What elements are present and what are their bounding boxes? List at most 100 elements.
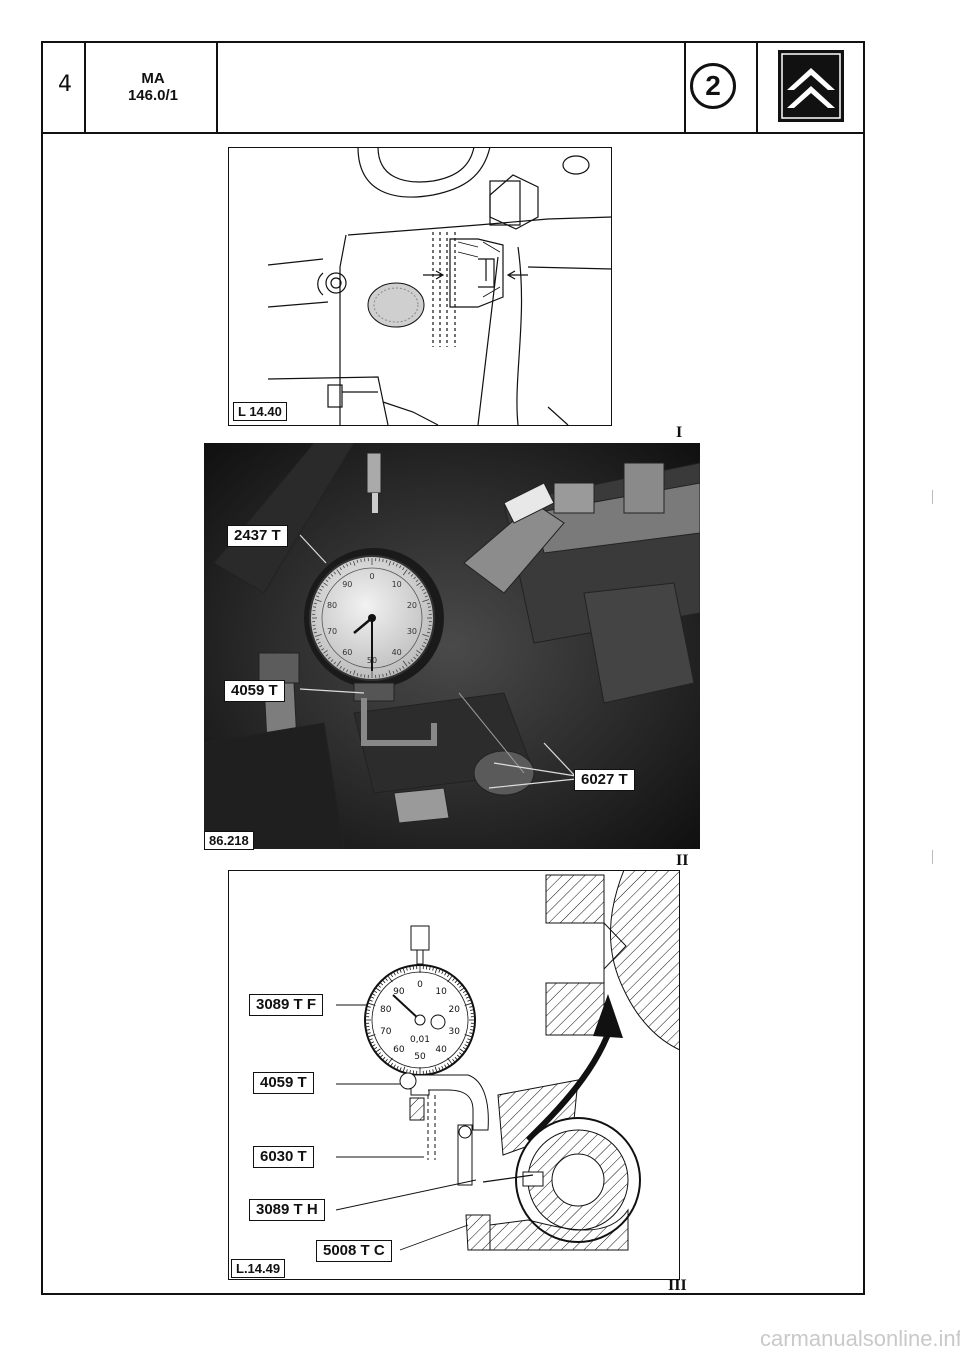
dial-2437T-tick: [402, 569, 408, 576]
dial-2437T-tick: [360, 558, 362, 563]
page-frame: [41, 41, 865, 1295]
dial-2437T-tick: [323, 650, 328, 654]
dial-2437T-tick: [427, 602, 431, 605]
dial-2437T-number: 10: [392, 580, 402, 589]
dial-3089TF-tick: [385, 978, 388, 981]
dial-2437T-tick: [402, 660, 408, 667]
dial-3089TF-tick: [406, 967, 408, 971]
dial-2437T-tick: [312, 628, 317, 630]
dial-2437T-tick: [395, 563, 398, 567]
dial-3089TF-tick: [464, 993, 468, 996]
dial-3089TF-tick: [390, 1062, 394, 1066]
dial-3089TF-tick: [402, 1066, 406, 1072]
dial-3089TF-tick: [464, 1044, 468, 1047]
dial-2437T-tick: [421, 645, 425, 648]
dial-2437T-tick: [422, 599, 430, 603]
dial-3089TF-tick: [470, 1009, 474, 1011]
dial-3089TF-number: 40: [435, 1045, 447, 1055]
dial-2437T-tick: [319, 645, 323, 648]
dial-3089TF-tick: [469, 1006, 473, 1008]
dial-3089TF-number: 30: [449, 1027, 461, 1037]
dial-2437T-tick: [382, 673, 384, 678]
tool-tag-3089TF: 3089 T F: [249, 994, 324, 1016]
dial-2437T-tick: [317, 592, 321, 595]
dial-3089TF-tick: [372, 1044, 376, 1047]
header-separator: [84, 41, 86, 134]
dial-3089TF-tick: [459, 1048, 464, 1053]
dial-2437T-tick: [330, 573, 334, 577]
dial-2437T-tick: [421, 588, 425, 591]
dial-3089TF-tick: [382, 1056, 386, 1060]
figure-2-number: 86.218: [204, 831, 254, 850]
dial-2437T-tick: [313, 631, 317, 634]
dial-3089TF-tick: [452, 1059, 455, 1062]
dial-3089TF-number: 60: [393, 1045, 405, 1055]
dial-2437T-tick: [321, 648, 325, 651]
dial-2437T-tick: [360, 673, 362, 678]
dial-2437T-tick: [314, 599, 322, 603]
dial-3089TF-tick: [454, 980, 458, 984]
header-separator: [684, 41, 686, 134]
dial-3089TF-tick: [378, 1052, 381, 1055]
dial-3089TF-tick: [406, 1069, 408, 1073]
dial-2437T-tick: [330, 659, 334, 663]
dial-2437T-tick: [399, 667, 402, 671]
dial-2437T-tick: [385, 673, 388, 677]
dial-3089TF-tick: [432, 1069, 434, 1073]
dial-2437T-tick: [392, 562, 395, 566]
dial-2437T-tick: [422, 633, 430, 637]
header-separator: [756, 41, 758, 134]
dial-2437T-tick: [415, 654, 419, 657]
dial-2437T-tick: [349, 562, 352, 566]
dial-3089TF-tick: [467, 999, 471, 1002]
dial-3089TF-tick: [368, 1034, 376, 1038]
dial-3089TF-tick: [444, 972, 447, 976]
dial-2437T-number: 0: [369, 572, 374, 581]
dial-3089TF-tick: [402, 968, 406, 974]
header-separator: [216, 41, 218, 134]
dial-3089TF-tick: [376, 1048, 381, 1053]
dial-3089TF-tick: [446, 1062, 450, 1066]
dial-3089TF-tick: [456, 1054, 460, 1058]
dial-2437T-number: 30: [407, 627, 417, 636]
dial-2437T-tick: [399, 565, 402, 569]
dial-2437T-tick: [353, 560, 356, 566]
dial-3089TF-unit: 0,01: [410, 1035, 430, 1045]
dial-3089TF-tick: [456, 982, 460, 986]
dial-2437T-tick: [423, 641, 427, 644]
figure-3-roman-label: III: [668, 1277, 687, 1294]
tool-tag-2437T: 2437 T: [227, 525, 288, 547]
dial-3089TF-number: 50: [414, 1052, 426, 1062]
dial-3089TF-tick: [370, 1041, 375, 1044]
dial-3089TF-tick: [367, 1032, 371, 1034]
dial-2437T-tick: [319, 588, 323, 591]
dial-2437T-tick: [336, 660, 342, 667]
dial-2437T-number: 20: [407, 601, 417, 610]
dial-2437T-tick: [419, 648, 423, 651]
dial-2437T-tick: [413, 576, 417, 580]
dial-3089TF-tick: [459, 985, 462, 988]
dial-2437T-tick: [392, 670, 395, 674]
tool-tag-4059T-lower: 4059 T: [253, 1072, 314, 1094]
circled-number-badge: 2: [690, 63, 736, 109]
dial-2437T-tick: [395, 669, 398, 673]
dial-2437T-number: 60: [342, 648, 352, 657]
tool-tag-4059T: 4059 T: [224, 680, 285, 702]
dial-2437T-tick: [427, 628, 432, 630]
scan-mark: [932, 490, 933, 504]
dial-2437T-tick: [333, 661, 336, 665]
tool-tag-6030T: 6030 T: [253, 1146, 314, 1168]
citroen-logo-icon: [778, 50, 844, 122]
dial-2437T-tick: [423, 592, 427, 595]
dial-2437T-tick: [333, 571, 336, 575]
dial-2437T-tick: [317, 641, 321, 644]
document-reference: MA 146.0/1: [90, 70, 216, 104]
dial-3089TF-tick: [447, 976, 453, 983]
figure-1-drawing: [228, 146, 613, 426]
dial-3089TF-tick: [467, 1038, 471, 1041]
tool-tag-6027T: 6027 T: [574, 769, 635, 791]
dial-2437T-tick: [427, 606, 432, 608]
dial-3089TF-number: 0: [417, 980, 423, 990]
dial-3089TF-tick: [378, 985, 381, 988]
